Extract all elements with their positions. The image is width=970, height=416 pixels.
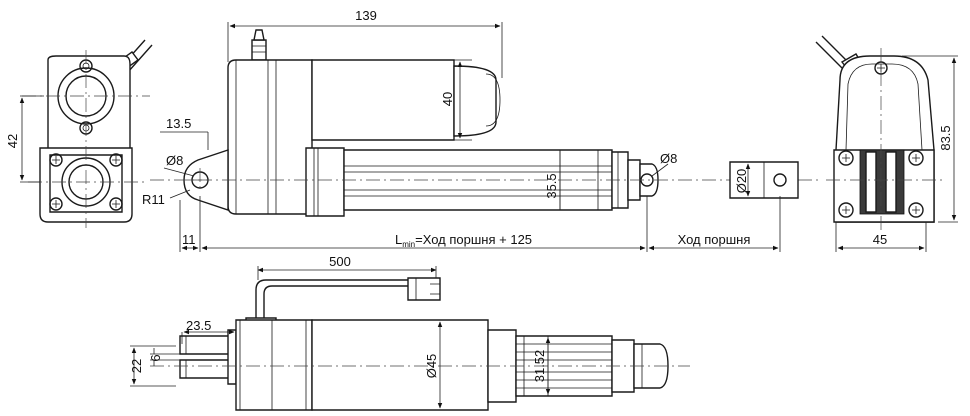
dim-11: 11 [182, 232, 196, 247]
dim-139: 139 [355, 8, 377, 23]
dim-42: 42 [5, 134, 20, 148]
dim-6: 6 [148, 354, 163, 361]
dim-23-5: 23.5 [186, 318, 211, 333]
right-end-view: 83.5 45 [815, 35, 958, 252]
bottom-top-view: 500 23.5 22 6 [129, 254, 690, 411]
dim-83-5: 83.5 [938, 125, 953, 150]
dim-13-5: 13.5 [166, 116, 191, 131]
dim-lmin: Lmin=Ход поршня + 125 [395, 232, 532, 249]
dim-r11: R11 [142, 192, 165, 207]
dim-d8-right: Ø8 [660, 151, 677, 166]
dim-31-52: 31.52 [532, 350, 547, 383]
dim-d8-left: Ø8 [166, 153, 183, 168]
dim-45: 45 [873, 232, 887, 247]
dim-stroke: Ход поршня [678, 232, 751, 247]
dim-40: 40 [440, 92, 455, 106]
dim-500: 500 [329, 254, 351, 269]
dim-d45: Ø45 [424, 354, 439, 379]
left-end-view: 42 [5, 39, 153, 228]
main-side-view: 139 40 13.5 Ø8 R11 [142, 8, 820, 252]
dim-d20: Ø20 [734, 169, 749, 194]
dim-22: 22 [129, 359, 144, 373]
dim-35-5: 35.5 [544, 173, 559, 198]
